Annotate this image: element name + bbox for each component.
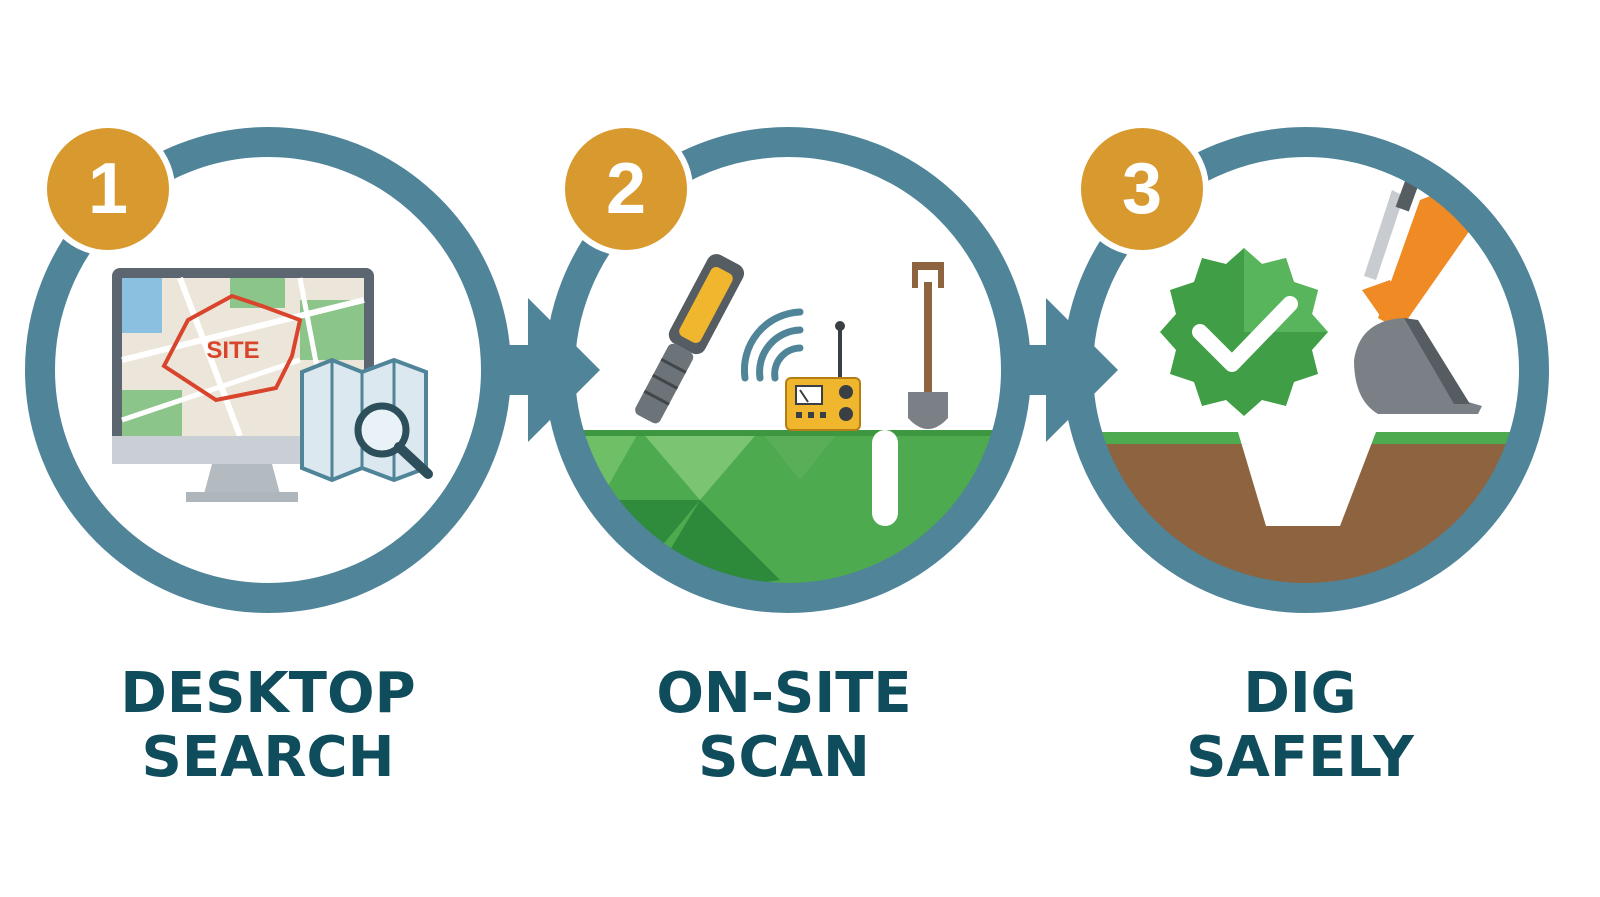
step-3-ring (1063, 127, 1549, 613)
step-2-title-line1: ON-SITE (656, 661, 912, 726)
detector-scan-icon (560, 254, 1016, 598)
step-3-title-line2: SAFELY (1186, 725, 1414, 790)
step-1-badge (41, 122, 175, 256)
step-1-number: 1 (88, 149, 128, 229)
step-2-badge (559, 122, 693, 256)
step-2-title: ON-SITE SCAN (574, 662, 994, 790)
computer-map-icon: SITE (112, 268, 433, 502)
step-1-title-line2: SEARCH (141, 725, 395, 790)
step-2-ring (545, 127, 1031, 613)
step-3-badge (1075, 122, 1209, 256)
step-2-number: 2 (606, 149, 646, 229)
step-2-title-line2: SCAN (698, 725, 870, 790)
step-3: 3 (1063, 122, 1549, 613)
step-3-number: 3 (1122, 149, 1162, 229)
step-1-title: DESKTOP SEARCH (58, 662, 478, 790)
step-3-title-line1: DIG (1243, 661, 1357, 726)
step-1: SITE 1 (25, 122, 511, 613)
map-site-label: SITE (206, 337, 259, 364)
step-1-ring (25, 127, 511, 613)
step-1-title-line1: DESKTOP (120, 661, 416, 726)
step-2: 2 (545, 122, 1031, 613)
step-3-title: DIG SAFELY (1090, 662, 1510, 790)
